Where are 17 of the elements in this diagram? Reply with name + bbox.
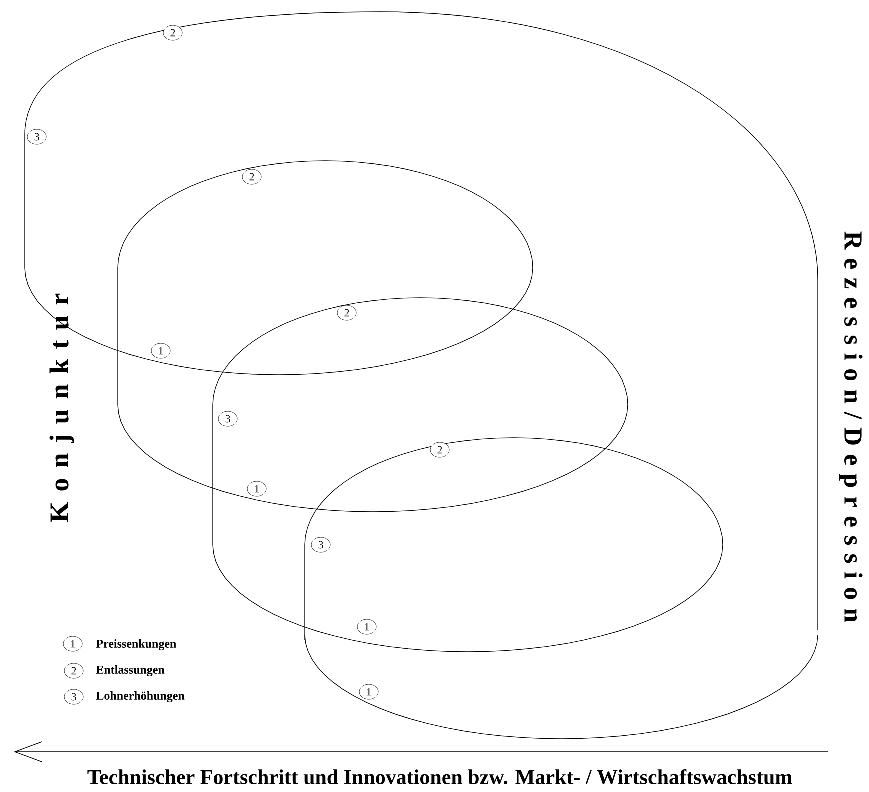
callout-number: 3	[27, 129, 47, 145]
callout-number: 2	[337, 305, 357, 321]
caption: Technischer Fortschritt und Innovationen bzw. Markt- / Wirtschaftswachstum	[88, 769, 792, 785]
axis-label: R e z e s s i o n / D e p r e s s i o n	[839, 232, 863, 622]
callout-number: 1	[359, 684, 379, 700]
callout-number: 1	[247, 481, 267, 497]
axis-label: K o n j u n k t u r	[50, 294, 74, 522]
callout-number: 3	[218, 411, 238, 427]
callout-number: 1	[151, 343, 171, 359]
callout-number: 2	[163, 25, 183, 41]
legend-text: Entlassungen	[96, 666, 165, 676]
callout-number: 2	[242, 169, 262, 185]
legend-text: Lohnerhöhungen	[96, 692, 185, 702]
callout-number: 3	[311, 537, 331, 553]
callout-number: 2	[430, 442, 450, 458]
legend-text: Preissenkungen	[96, 640, 176, 650]
callout-number: 1	[357, 619, 377, 635]
